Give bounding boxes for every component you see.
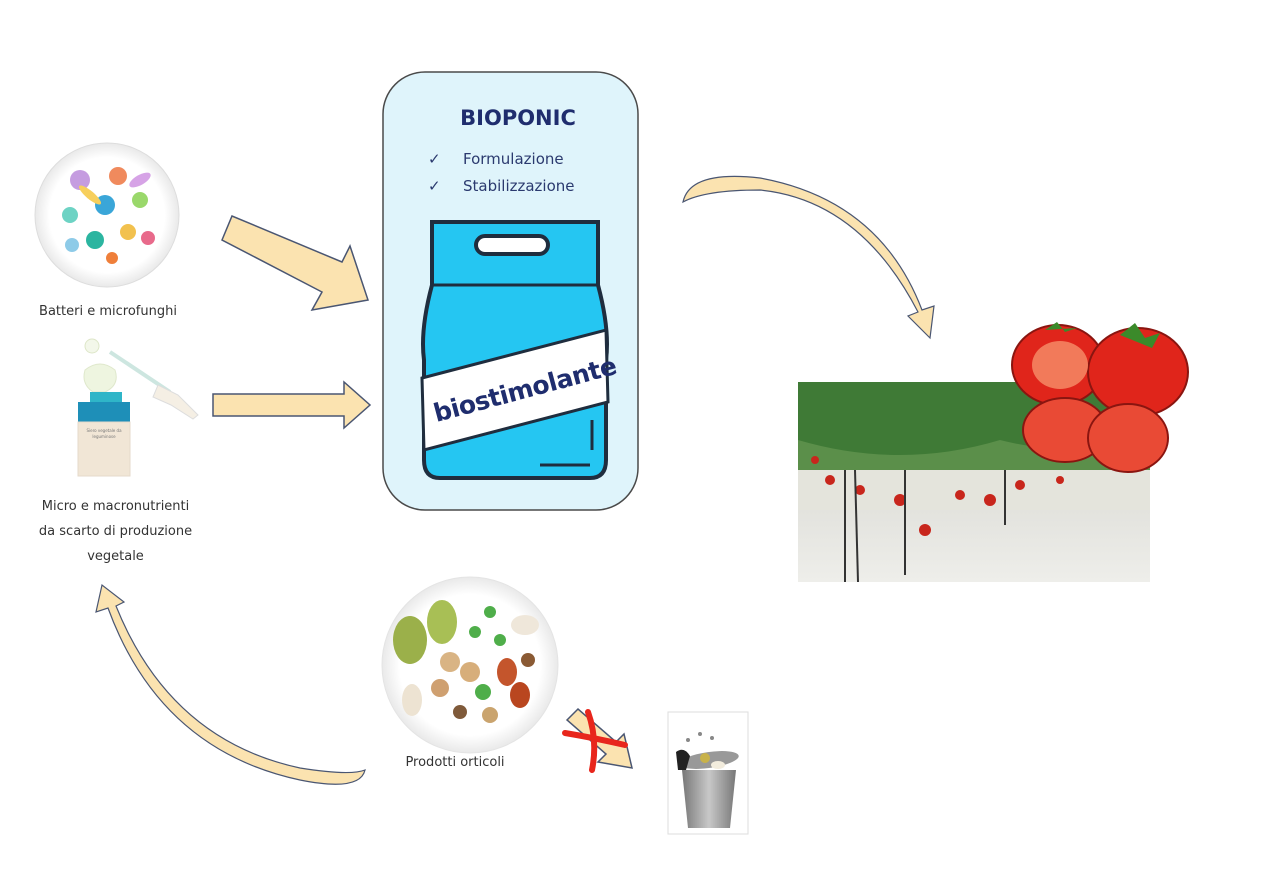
vegetable-products-icon <box>381 576 559 754</box>
plant-serum-bottle-icon <box>77 338 199 477</box>
checklist-item-stabilization: ✓ Stabilizzazione <box>428 177 575 195</box>
checklist-label: Stabilizzazione <box>463 177 575 195</box>
greenhouse-tomato-photo <box>798 382 1150 583</box>
curved-arrow-to-crops <box>682 175 935 340</box>
arrow-nutrients-to-bioponic <box>212 380 372 430</box>
nutrients-label-line: Micro e macronutrienti <box>41 499 190 514</box>
arrow-bacteria-to-bioponic <box>221 215 369 312</box>
biostimulant-bag-icon <box>420 220 610 480</box>
bacteria-microfungi-icon <box>34 142 180 288</box>
checkmark-icon: ✓ <box>428 177 441 195</box>
trash-can-icon <box>667 711 749 835</box>
vegetable-products-label: Prodotti orticoli <box>405 755 505 770</box>
checklist-item-formulation: ✓ Formulazione <box>428 150 564 168</box>
bioponic-title: BIOPONIC <box>460 106 576 130</box>
checklist-label: Formulazione <box>463 150 564 168</box>
checkmark-icon: ✓ <box>428 150 441 168</box>
tomatoes-icon <box>1011 322 1189 473</box>
nutrients-label-line: vegetale <box>87 549 144 564</box>
bottle-label-text: Siero vegetale da leguminose <box>86 428 122 439</box>
curved-arrow-return-to-nutrients <box>95 583 366 785</box>
crossed-out-arrow-to-waste <box>562 707 633 773</box>
nutrients-label: Micro e macronutrienti da scarto di prod… <box>8 494 223 569</box>
nutrients-label-line: da scarto di produzione <box>38 524 193 539</box>
bacteria-label: Batteri e microfunghi <box>39 304 177 319</box>
